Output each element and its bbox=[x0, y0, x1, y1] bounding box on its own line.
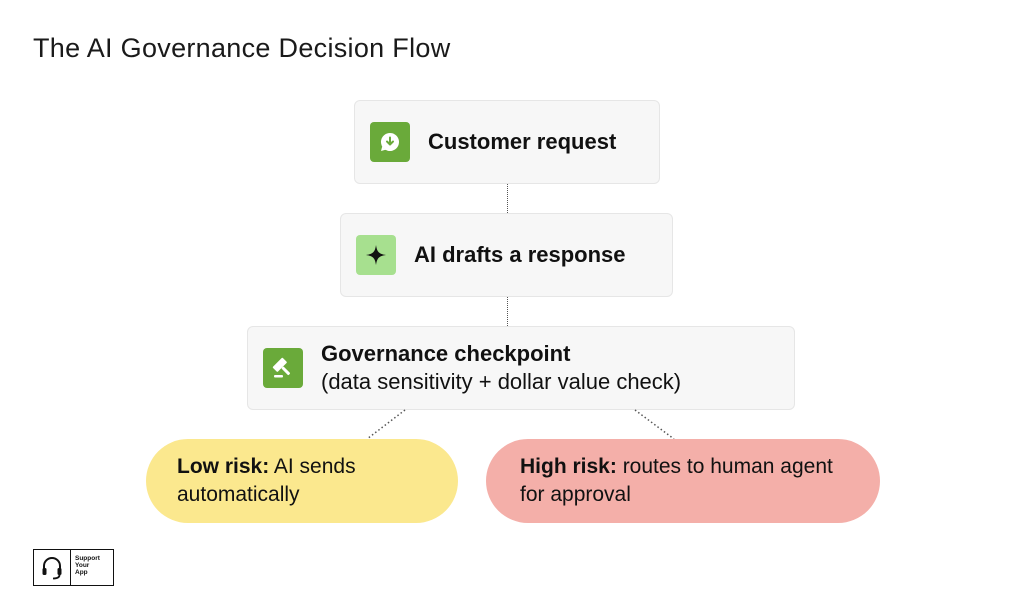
connector-line bbox=[507, 184, 508, 213]
logo-text-line: Your bbox=[75, 562, 90, 569]
chat-download-icon bbox=[370, 122, 410, 162]
outcome-title: High risk: bbox=[520, 455, 617, 478]
page-title: The AI Governance Decision Flow bbox=[33, 33, 451, 63]
node-sublabel: (data sensitivity + dollar value check) bbox=[321, 369, 682, 394]
node-ai-draft: AI drafts a response bbox=[340, 213, 673, 297]
outcome-text: AI sends automatically bbox=[177, 455, 356, 506]
brand-logo: Support Your App bbox=[33, 549, 114, 586]
logo-text-line: App bbox=[75, 569, 88, 576]
node-label: Governance checkpoint bbox=[321, 341, 571, 366]
node-customer-request: Customer request bbox=[354, 100, 660, 184]
outcome-title: Low risk: bbox=[177, 455, 270, 478]
connector-line bbox=[507, 297, 508, 326]
node-label: Customer request bbox=[428, 129, 617, 154]
outcome-text: routes to human agent for approval bbox=[520, 455, 833, 506]
sparkle-icon bbox=[356, 235, 396, 275]
headset-icon bbox=[34, 550, 71, 585]
outcome-low-risk: Low risk: AI sends automatically bbox=[146, 439, 458, 523]
logo-text-line: Support bbox=[75, 555, 100, 562]
node-label: AI drafts a response bbox=[414, 242, 626, 267]
gavel-icon bbox=[263, 348, 303, 388]
outcome-high-risk: High risk: routes to human agent for app… bbox=[486, 439, 880, 523]
node-governance-checkpoint: Governance checkpoint (data sensitivity … bbox=[247, 326, 795, 410]
